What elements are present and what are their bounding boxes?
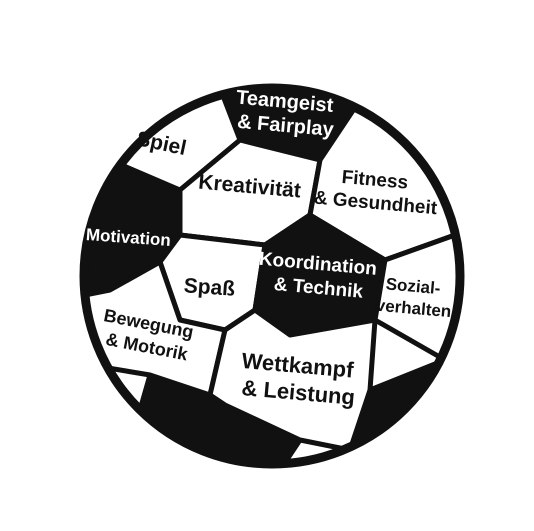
patch-wettkampf <box>207 307 378 453</box>
label-spass: Spaß <box>183 274 236 301</box>
ball-outline <box>79 83 465 469</box>
